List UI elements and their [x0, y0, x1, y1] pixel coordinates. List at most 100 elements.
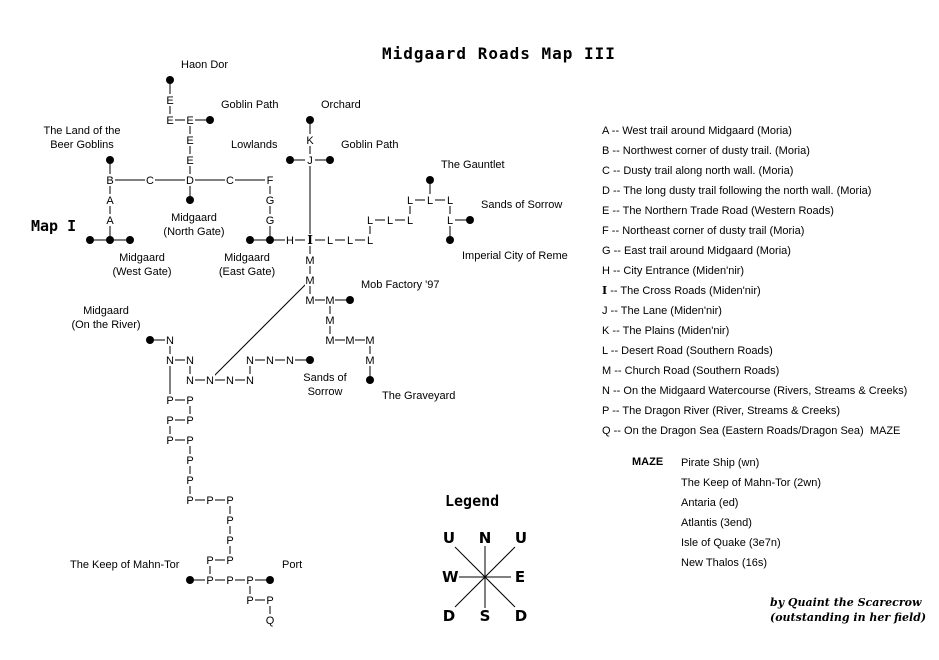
road-node-n: N — [186, 375, 194, 387]
compass-north: N — [478, 529, 492, 547]
key-separator: -- — [610, 425, 625, 437]
node-letter-bg — [265, 614, 275, 626]
node-letter-bg — [205, 494, 215, 506]
maze-item: Pirate Ship (wn) — [681, 457, 760, 469]
road-node-p: P — [186, 455, 193, 467]
label-line: Sands of — [303, 372, 347, 384]
key-description: The Plains (Miden'nir) — [622, 325, 730, 337]
key-separator: -- — [609, 325, 623, 337]
node-letter-bg — [185, 394, 195, 406]
node-letter-bg — [185, 474, 195, 486]
node-letter-bg — [165, 434, 175, 446]
node-letter-bg — [165, 414, 175, 426]
node-letter-bg — [165, 334, 175, 346]
road-node-n: N — [266, 355, 274, 367]
map-title: Midgaard Roads Map III — [382, 44, 616, 63]
road-node-l: L — [407, 215, 413, 227]
node-letter-bg — [245, 594, 255, 606]
label-goblin-path-west: Goblin Path — [221, 99, 279, 111]
key-letter: M — [602, 365, 612, 377]
road-node-n: N — [246, 375, 254, 387]
road-node-k: K — [306, 135, 314, 147]
node-letter-bg — [265, 194, 275, 206]
label-gauntlet: The Gauntlet — [441, 159, 505, 171]
road-node-p: P — [186, 415, 193, 427]
key-description: On the Dragon Sea (Eastern Roads/Dragon … — [624, 425, 901, 437]
node-letter-bg — [185, 154, 195, 166]
road-node-p: P — [186, 435, 193, 447]
label-line: Midgaard — [224, 252, 270, 264]
node-letter-bg — [405, 214, 415, 226]
node-letter-bg — [405, 194, 415, 206]
key-description: The Lane (Miden'nir) — [620, 305, 722, 317]
road-node-n: N — [166, 355, 174, 367]
road-node-m: M — [325, 315, 334, 327]
node-letter-bg — [365, 334, 375, 346]
node-letter-bg — [305, 274, 315, 286]
legend-title: Legend — [445, 492, 500, 510]
location-dot — [206, 116, 214, 124]
road-node-p: P — [186, 395, 193, 407]
road-node-n: N — [186, 355, 194, 367]
road-node-l: L — [327, 235, 333, 247]
road-node-n: N — [206, 375, 214, 387]
key-row: H -- City Entrance (Miden'nir) — [602, 264, 907, 284]
node-letter-bg — [385, 214, 395, 226]
road-node-m: M — [305, 275, 314, 287]
location-dot — [366, 376, 374, 384]
node-letter-bg — [205, 574, 215, 586]
key-description: City Entrance (Miden'nir) — [623, 265, 745, 277]
road-node-p: P — [226, 535, 233, 547]
label-line: Midgaard — [83, 305, 129, 317]
label-line: The Land of the — [43, 125, 121, 137]
key-separator: -- — [607, 285, 621, 297]
road-node-l: L — [367, 215, 373, 227]
location-dot — [186, 196, 194, 204]
node-letter-bg — [245, 374, 255, 386]
compass-west: W — [442, 568, 459, 586]
node-letter-bg — [265, 354, 275, 366]
road-node-a: A — [106, 215, 114, 227]
label-orchard: Orchard — [321, 99, 361, 111]
node-letter-bg — [185, 374, 195, 386]
maze-item: Isle of Quake (3e7n) — [681, 537, 781, 549]
label-goblin-path-east: Goblin Path — [341, 139, 399, 151]
location-dot — [106, 236, 114, 244]
node-letter-bg — [225, 534, 235, 546]
key-separator: -- — [610, 245, 625, 257]
node-letter-bg — [105, 194, 115, 206]
label-line: (East Gate) — [218, 266, 276, 278]
road-node-c: C — [226, 175, 234, 187]
node-letter-bg — [365, 214, 375, 226]
key-description: Dusty trail along north wall. (Moria) — [623, 165, 794, 177]
key-separator: -- — [609, 165, 624, 177]
key-row: E -- The Northern Trade Road (Western Ro… — [602, 204, 907, 224]
key-description: On the Midgaard Watercourse (Rivers, Str… — [623, 385, 908, 397]
node-letter-bg — [225, 494, 235, 506]
node-letter-bg — [245, 354, 255, 366]
key-separator: -- — [609, 185, 624, 197]
key-separator: -- — [608, 125, 623, 137]
key-letter: C — [602, 165, 610, 177]
node-letter-bg — [185, 354, 195, 366]
road-node-n: N — [166, 335, 174, 347]
road-key: A -- West trail around Midgaard (Moria)B… — [602, 124, 907, 444]
label-line: Midgaard — [119, 252, 165, 264]
location-dot — [286, 156, 294, 164]
key-row: Q -- On the Dragon Sea (Eastern Roads/Dr… — [602, 424, 907, 444]
node-letter-bg — [325, 314, 335, 326]
maze-item: The Keep of Mahn-Tor (2wn) — [681, 477, 822, 489]
label-beer-goblins: The Land of the Beer Goblins — [24, 124, 140, 152]
node-letter-bg — [305, 234, 315, 246]
key-row: P -- The Dragon River (River, Streams & … — [602, 404, 907, 424]
road-node-a: A — [106, 195, 114, 207]
compass-down-se: D — [514, 607, 528, 625]
key-row: C -- Dusty trail along north wall. (Mori… — [602, 164, 907, 184]
node-letter-bg — [325, 234, 335, 246]
road-node-j: J — [307, 155, 313, 167]
road-node-p: P — [246, 575, 253, 587]
road-node-l: L — [387, 215, 393, 227]
label-on-the-river: Midgaard (On the River) — [66, 304, 146, 332]
key-letter: J — [602, 305, 608, 317]
label-graveyard: The Graveyard — [382, 390, 456, 402]
